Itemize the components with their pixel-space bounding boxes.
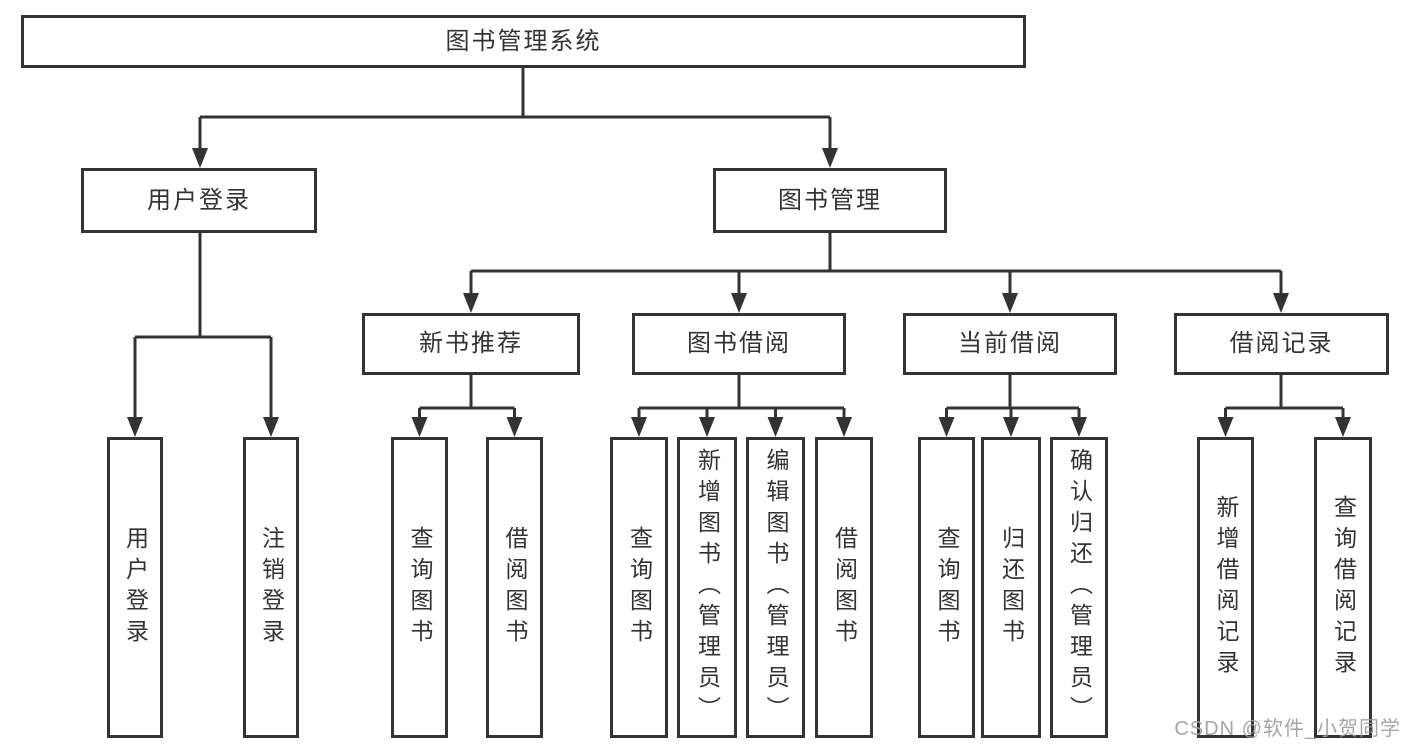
- node-borrowing-records: 借阅记录: [1174, 313, 1389, 375]
- node-label: 借阅记录: [1229, 330, 1334, 357]
- edge-new-book-to-leaves: [411, 375, 523, 437]
- node-label: 确认归还（管理员）: [1066, 448, 1093, 727]
- node-label: 注销登录: [258, 525, 285, 650]
- node-label: 查询借阅记录: [1330, 494, 1357, 681]
- edge-user-login-to-leaves: [127, 233, 279, 437]
- node-label: 图书管理系统: [445, 27, 602, 55]
- node-label: 图书管理: [778, 186, 882, 214]
- node-root-library-system: 图书管理系统: [21, 15, 1026, 68]
- node-label: 图书借阅: [687, 330, 791, 357]
- leaf-query-books: 查询图书: [918, 437, 975, 738]
- edge-current-borrow-to-leaves: [938, 375, 1087, 437]
- node-label: 归还图书: [998, 525, 1025, 650]
- node-label: 借阅图书: [831, 525, 858, 650]
- node-label: 借阅图书: [502, 525, 528, 650]
- leaf-confirm-return-admin: 确认归还（管理员）: [1050, 437, 1108, 738]
- leaf-borrow-books: 借阅图书: [486, 437, 543, 738]
- leaf-return-books: 归还图书: [981, 437, 1041, 738]
- node-label: 新增借阅记录: [1213, 494, 1239, 681]
- node-label: 查询图书: [626, 525, 653, 650]
- node-label: 新增图书（管理员）: [694, 448, 721, 727]
- leaf-edit-books-admin: 编辑图书（管理员）: [746, 437, 805, 738]
- edge-root-to-level2: [192, 68, 838, 168]
- leaf-add-books-admin: 新增图书（管理员）: [677, 437, 737, 738]
- leaf-query-books: 查询图书: [391, 437, 448, 738]
- node-book-management: 图书管理: [713, 168, 947, 233]
- leaf-borrow-books: 借阅图书: [815, 437, 873, 738]
- node-current-borrowing: 当前借阅: [903, 313, 1117, 375]
- edge-borrow-record-to-leaves: [1217, 375, 1351, 437]
- node-label: 新书推荐: [419, 330, 523, 357]
- node-new-book-recommendation: 新书推荐: [362, 313, 580, 375]
- node-label: 当前借阅: [958, 330, 1062, 357]
- leaf-add-borrow-record: 新增借阅记录: [1197, 437, 1254, 738]
- edge-book-borrow-to-leaves: [631, 375, 852, 437]
- leaf-user-login: 用户登录: [107, 437, 163, 738]
- node-label: 用户登录: [122, 525, 149, 650]
- leaf-logout: 注销登录: [243, 437, 299, 738]
- node-user-login: 用户登录: [81, 168, 317, 233]
- node-label: 查询图书: [407, 525, 433, 650]
- node-book-borrowing: 图书借阅: [632, 313, 846, 375]
- node-label: 查询图书: [934, 525, 960, 650]
- leaf-query-books: 查询图书: [610, 437, 668, 738]
- leaf-query-borrow-record: 查询借阅记录: [1314, 437, 1372, 738]
- node-label: 编辑图书（管理员）: [763, 448, 789, 727]
- node-label: 用户登录: [147, 186, 251, 214]
- edge-book-management-to-level3: [463, 233, 1289, 313]
